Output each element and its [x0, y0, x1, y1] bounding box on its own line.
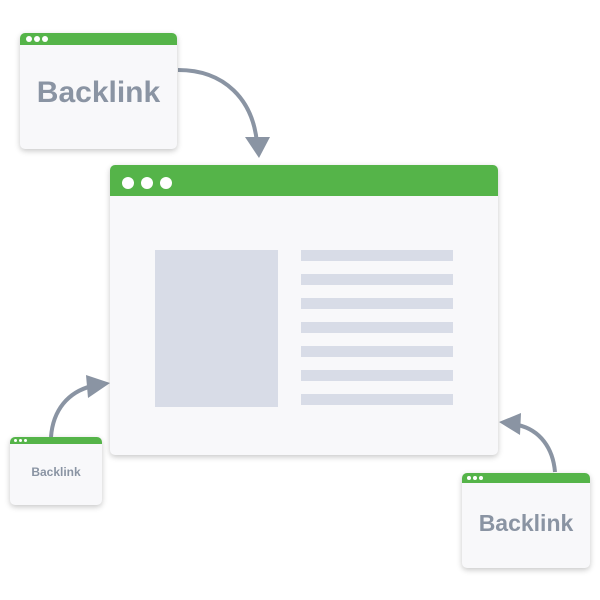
backlink-titlebar	[20, 33, 177, 45]
window-dot-icon	[26, 36, 32, 42]
backlink-window-top: Backlink	[20, 33, 177, 149]
window-dot-icon	[122, 177, 134, 189]
window-dot-icon	[160, 177, 172, 189]
arrow-right-backlink	[517, 423, 557, 473]
backlink-label: Backlink	[478, 510, 574, 536]
text-line-placeholder	[301, 298, 453, 309]
main-window-titlebar	[110, 165, 498, 196]
text-line-placeholder	[301, 322, 453, 333]
window-dot-icon	[14, 439, 17, 442]
text-line-placeholder	[301, 370, 453, 381]
window-dot-icon	[473, 476, 477, 480]
text-line-placeholder	[301, 346, 453, 357]
window-dot-icon	[479, 476, 483, 480]
arrowhead-right-icon	[499, 413, 521, 435]
text-line-placeholder	[301, 274, 453, 285]
main-website-window	[110, 165, 498, 455]
backlink-label: Backlink	[31, 465, 81, 479]
window-dot-icon	[42, 36, 48, 42]
backlink-titlebar	[10, 437, 102, 444]
backlink-label: Backlink	[36, 76, 161, 109]
arrow-top-backlink	[177, 68, 259, 144]
window-dot-icon	[24, 439, 27, 442]
backlink-window-right: Backlink	[462, 473, 590, 568]
text-line-placeholder	[301, 394, 453, 405]
window-dot-icon	[34, 36, 40, 42]
text-line-placeholder	[301, 250, 453, 261]
arrow-left-backlink	[49, 384, 93, 438]
arrowhead-left-icon	[86, 375, 110, 398]
window-dot-icon	[467, 476, 471, 480]
window-dot-icon	[19, 439, 22, 442]
backlink-window-left: Backlink	[10, 437, 102, 505]
window-dot-icon	[141, 177, 153, 189]
backlink-titlebar	[462, 473, 590, 483]
image-placeholder	[155, 250, 278, 407]
arrowhead-top-icon	[245, 137, 270, 158]
